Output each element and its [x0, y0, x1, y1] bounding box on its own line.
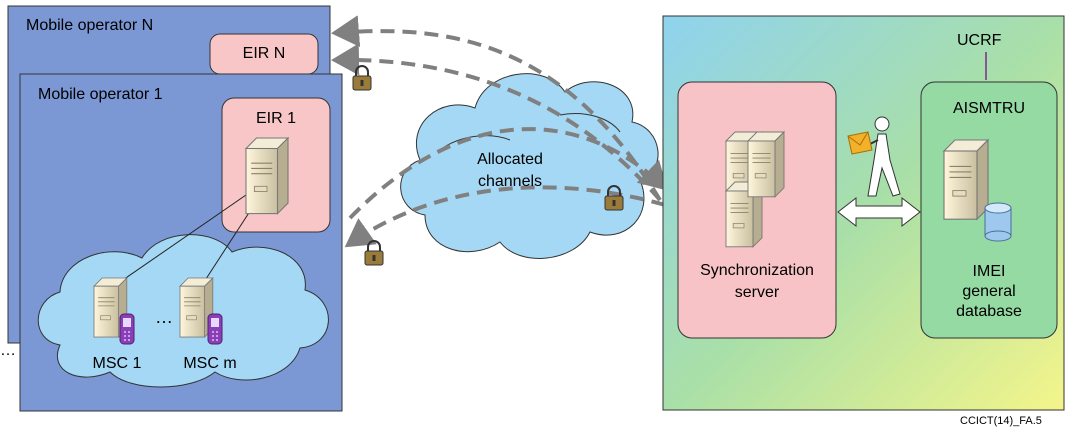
server-icon	[943, 139, 989, 220]
msc-ellipsis: …	[155, 307, 173, 327]
bidirectional-arrow	[837, 196, 921, 228]
dashed-arrow-to-eir-n-lower	[331, 43, 662, 202]
cloud-inner-line	[559, 113, 621, 133]
link-eir-mscm	[203, 204, 255, 283]
link-eir-msc1	[119, 194, 247, 283]
eir-1-label: EIR 1	[255, 110, 296, 127]
dashed-arrow-to-eir-1	[344, 185, 666, 248]
db-label-line1: IMEI	[972, 263, 1006, 280]
operator-1-title: Mobile operator 1	[38, 86, 163, 103]
stack-ellipsis: …	[0, 342, 16, 359]
cloud-label-line2: channels	[477, 173, 543, 190]
eir-n-label: EIR N	[242, 45, 286, 62]
msc-m-label: MSC m	[183, 355, 237, 372]
db-label-line3: database	[956, 303, 1022, 320]
cloud-label-line1: Allocated	[477, 151, 543, 168]
aismtru-title: AISMTRU	[953, 100, 1025, 117]
dashed-arrow-to-eir-n-upper	[331, 15, 662, 202]
db-label-line2: general	[962, 283, 1016, 300]
server-icon	[245, 137, 289, 215]
padlock-icon	[352, 65, 372, 91]
dashed-arrow-to-ucrf-upper	[348, 127, 668, 220]
mobile-phone-icon	[119, 313, 135, 345]
database-cylinder-icon	[984, 202, 1012, 242]
server-icon	[747, 131, 785, 198]
walking-person-icon	[865, 116, 901, 197]
sync-label-line2: server	[734, 284, 780, 301]
sync-label-line1: Synchronization	[700, 262, 814, 279]
ucrf-title: UCRF	[957, 32, 1002, 49]
envelope-icon	[847, 131, 873, 155]
padlock-icon	[364, 240, 384, 266]
mobile-phone-icon	[207, 313, 223, 345]
msc-1-label: MSC 1	[92, 355, 142, 372]
operator-n-title: Mobile operator N	[26, 17, 154, 34]
allocated-channels-cloud	[400, 73, 659, 259]
figure-id: CCICT(14)_FA.5	[960, 415, 1042, 427]
